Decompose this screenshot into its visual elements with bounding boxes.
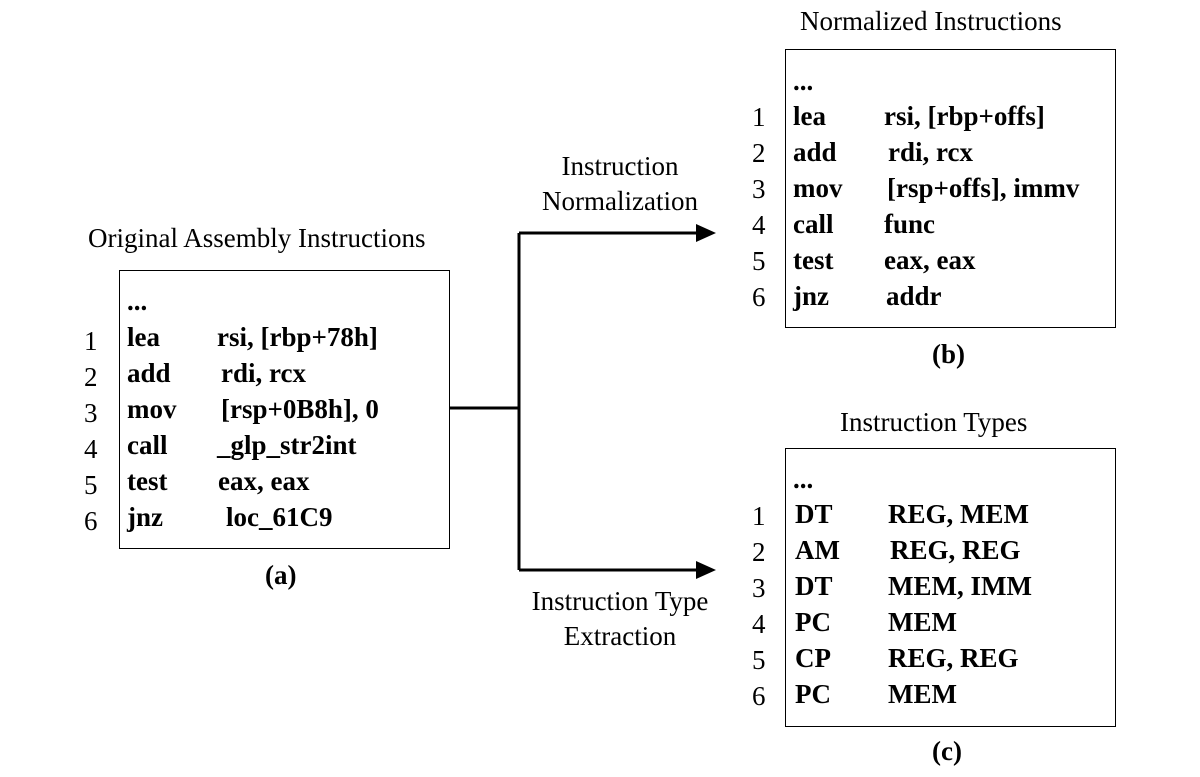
panel-c-type-code: DT [795,571,833,601]
panel-b-opcode: add [793,137,837,167]
panel-b-operands: eax, eax [884,245,976,275]
panel-a-opcode: lea [127,322,160,352]
panel-a-line-number: 2 [84,362,98,392]
panel-c-caption: (c) [932,736,962,766]
panel-a-ellipsis: ... [127,286,148,316]
panel-a-line-number: 1 [84,326,98,356]
panel-a-operands: rsi, [rbp+78h] [217,322,378,352]
panel-c-type-code: DT [795,499,833,529]
panel-b-line-number: 4 [752,210,766,240]
panel-a-opcode: mov [127,394,177,424]
panel-b-line-number: 3 [752,174,766,204]
panel-b-line-number: 5 [752,246,766,276]
panel-c-line-number: 1 [752,501,766,531]
panel-c-operand-types: MEM, IMM [888,571,1032,601]
panel-c-line-number: 5 [752,645,766,675]
panel-b-line-number: 6 [752,282,766,312]
panel-c-line-number: 2 [752,537,766,567]
panel-a-operands: [rsp+0B8h], 0 [221,394,379,424]
panel-c-type-code: AM [795,535,840,565]
panel-a-line-number: 3 [84,398,98,428]
panel-b-opcode: test [793,245,834,275]
panel-a-opcode: call [127,430,168,460]
panel-a-caption: (a) [265,560,297,590]
panel-c-operand-types: REG, REG [890,535,1021,565]
panel-a-box [119,270,450,549]
panel-c-operand-types: MEM [888,607,957,637]
panel-a-title: Original Assembly Instructions [88,223,426,253]
panel-c-operand-types: MEM [888,679,957,709]
panel-b-operands: rsi, [rbp+offs] [884,101,1045,131]
panel-c-operand-types: REG, MEM [888,499,1029,529]
panel-b-box [785,49,1116,328]
panel-c-line-number: 3 [752,573,766,603]
panel-a-operands: loc_61C9 [226,502,333,532]
panel-a-opcode: jnz [127,502,163,532]
panel-c-line-number: 6 [752,681,766,711]
panel-c-operand-types: REG, REG [888,643,1019,673]
panel-a-opcode: add [127,358,171,388]
panel-b-ellipsis: ... [793,66,814,96]
panel-b-opcode: call [793,209,834,239]
panel-a-operands: eax, eax [218,466,310,496]
lower-arrow-label-line1: Instruction Type [531,586,709,616]
panel-c-title: Instruction Types [840,407,1028,437]
upper-arrow-label-line2: Normalization [542,186,698,216]
panel-a-operands: _glp_str2int [217,430,357,460]
panel-b-line-number: 2 [752,138,766,168]
panel-a-operands: rdi, rcx [221,358,306,388]
panel-b-operands: addr [886,281,942,311]
panel-b-opcode: jnz [793,281,829,311]
panel-b-opcode: mov [793,173,843,203]
panel-b-line-number: 1 [752,102,766,132]
panel-b-operands: rdi, rcx [888,137,973,167]
panel-b-caption: (b) [932,339,965,369]
panel-b-operands: func [884,209,936,239]
upper-arrow-label-line1: Instruction [561,151,679,181]
panel-b-title: Normalized Instructions [800,6,1062,36]
panel-b-opcode: lea [793,101,826,131]
panel-c-type-code: CP [795,643,831,673]
panel-c-type-code: PC [795,607,831,637]
panel-c-ellipsis: ... [793,464,814,494]
panel-a-line-number: 5 [84,470,98,500]
panel-c-line-number: 4 [752,609,766,639]
arrowhead-lower [696,561,716,579]
panel-a-line-number: 4 [84,434,98,464]
panel-c-box [785,448,1116,727]
panel-b-operands: [rsp+offs], immv [887,173,1080,203]
panel-a-opcode: test [127,466,168,496]
panel-a-line-number: 6 [84,506,98,536]
arrowhead-upper [696,224,716,242]
panel-c-type-code: PC [795,679,831,709]
lower-arrow-label-line2: Extraction [563,621,677,651]
